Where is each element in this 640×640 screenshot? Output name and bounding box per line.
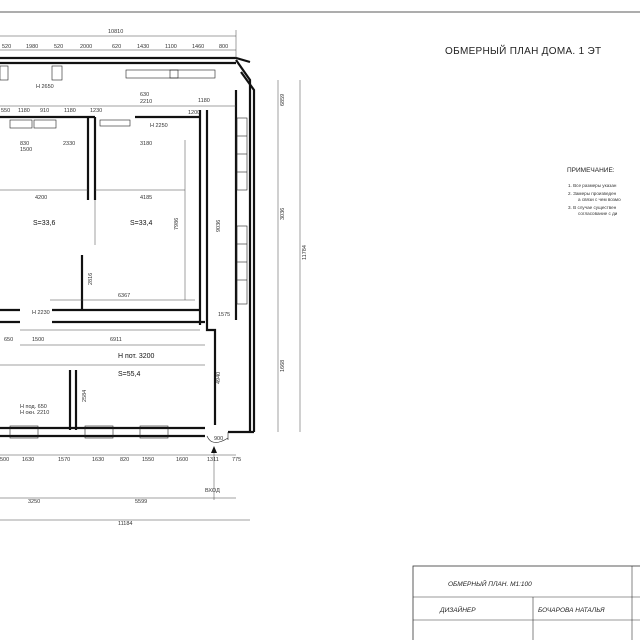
sheet-frame: [0, 11, 640, 13]
stamp-name: БОЧАРОВА НАТАЛЬЯ: [538, 607, 605, 614]
dim-r2-4: 1180: [64, 108, 76, 114]
dim-bot-total-b: 5599: [135, 499, 147, 505]
dim-bot-1: 500: [0, 457, 9, 463]
dim-v-1668: 1668: [280, 360, 286, 372]
dim-win-630: 630: [140, 92, 149, 98]
dim-v-9036: 9036: [216, 220, 222, 232]
dim-1500: 1500: [32, 337, 44, 343]
dim-top-9: 800: [219, 44, 228, 50]
dim-r2-1: 550: [1, 108, 10, 114]
dim-r2b-7: 1180: [198, 98, 210, 104]
dim-v-4940: 4940: [216, 372, 222, 384]
stamp-role: ДИЗАЙНЕР: [439, 605, 476, 614]
note-line-3: а связи с чем возмо: [578, 197, 621, 202]
dim-top-5: 620: [112, 44, 121, 50]
label-h-2650: Н 2650: [36, 84, 54, 90]
dim-top-2: 1980: [26, 44, 38, 50]
dim-door: 900: [214, 436, 223, 442]
title-block: [412, 565, 640, 640]
dim-top-7: 1100: [165, 44, 177, 50]
dim-r2b-2: 1500: [20, 147, 32, 153]
floor-plan: [0, 56, 256, 500]
dim-6367: 6367: [118, 293, 130, 299]
dim-bot-4: 1630: [92, 457, 104, 463]
dim-r2b-5: 3180: [140, 141, 152, 147]
dim-bot-2: 1630: [22, 457, 34, 463]
dim-win-2210: 2210: [140, 99, 152, 105]
dim-r2-2: 1180: [18, 108, 30, 114]
label-h-2250: Н 2250: [150, 123, 168, 129]
dim-1575: 1575: [218, 312, 230, 318]
entry-arrow-icon: [211, 446, 217, 453]
label-h-2230: Н 2230: [32, 310, 50, 316]
dim-650: 650: [4, 337, 13, 343]
sheet-title: ОБМЕРНЫЙ ПЛАН ДОМА. 1 ЭТ: [445, 44, 601, 57]
dim-v-2584: 2584: [82, 390, 88, 402]
dim-v-3036: 3036: [280, 208, 286, 220]
top-dimension-chain: [0, 30, 301, 521]
stamp-drawing-title: ОБМЕРНЫЙ ПЛАН. М1:100: [448, 579, 532, 588]
dim-top-1: 520: [2, 44, 11, 50]
room-area-2: S=33,4: [130, 220, 152, 227]
dim-top-4: 2000: [80, 44, 92, 50]
dim-bot-3: 1570: [58, 457, 70, 463]
dim-v-7986: 7986: [174, 218, 180, 230]
label-h-okn: Н окн. 2210: [20, 410, 49, 416]
dim-bot-7: 1600: [176, 457, 188, 463]
note-line-4: 3. В случае существен: [568, 205, 617, 210]
dim-r2b-3: 2330: [63, 141, 75, 147]
dim-top-3: 520: [54, 44, 63, 50]
dim-r2-3: 910: [40, 108, 49, 114]
label-h-pot: Н пот. 3200: [118, 353, 155, 360]
dim-r2b-6: 1200: [188, 110, 200, 116]
dim-bot-5: 820: [120, 457, 129, 463]
room-area-3: S=55,4: [118, 371, 140, 378]
dim-4200: 4200: [35, 195, 47, 201]
dim-top-total: 10810: [108, 29, 123, 35]
dim-v-11784: 11784: [302, 245, 308, 260]
dim-v-2816: 2816: [88, 273, 94, 285]
note-heading: ПРИМЕЧАНИЕ:: [567, 167, 615, 174]
dim-top-6: 1430: [137, 44, 149, 50]
dim-4185: 4185: [140, 195, 152, 201]
note-line-1: 1. Все размеры указан: [568, 183, 617, 188]
label-entry: ВХОД: [205, 488, 220, 494]
dim-bot-total-a: 3250: [28, 499, 40, 505]
note-line-5: согласование с ди: [578, 211, 618, 216]
dim-6911: 6911: [110, 337, 122, 343]
dim-bot-total: 11184: [118, 521, 132, 527]
dim-top-8: 1460: [192, 44, 204, 50]
dim-r2b-1: 830: [20, 141, 29, 147]
note-line-2: 2. Замеры произведен: [568, 191, 617, 196]
dim-bot-8: 1311: [207, 457, 219, 463]
dim-r2-5: 1230: [90, 108, 102, 114]
dim-bot-9: 775: [232, 457, 241, 463]
dim-v-6859: 6859: [280, 94, 286, 106]
room-area-1: S=33,6: [33, 220, 55, 227]
label-h-pod: Н под. 650: [20, 404, 47, 410]
dim-bot-6: 1550: [142, 457, 154, 463]
